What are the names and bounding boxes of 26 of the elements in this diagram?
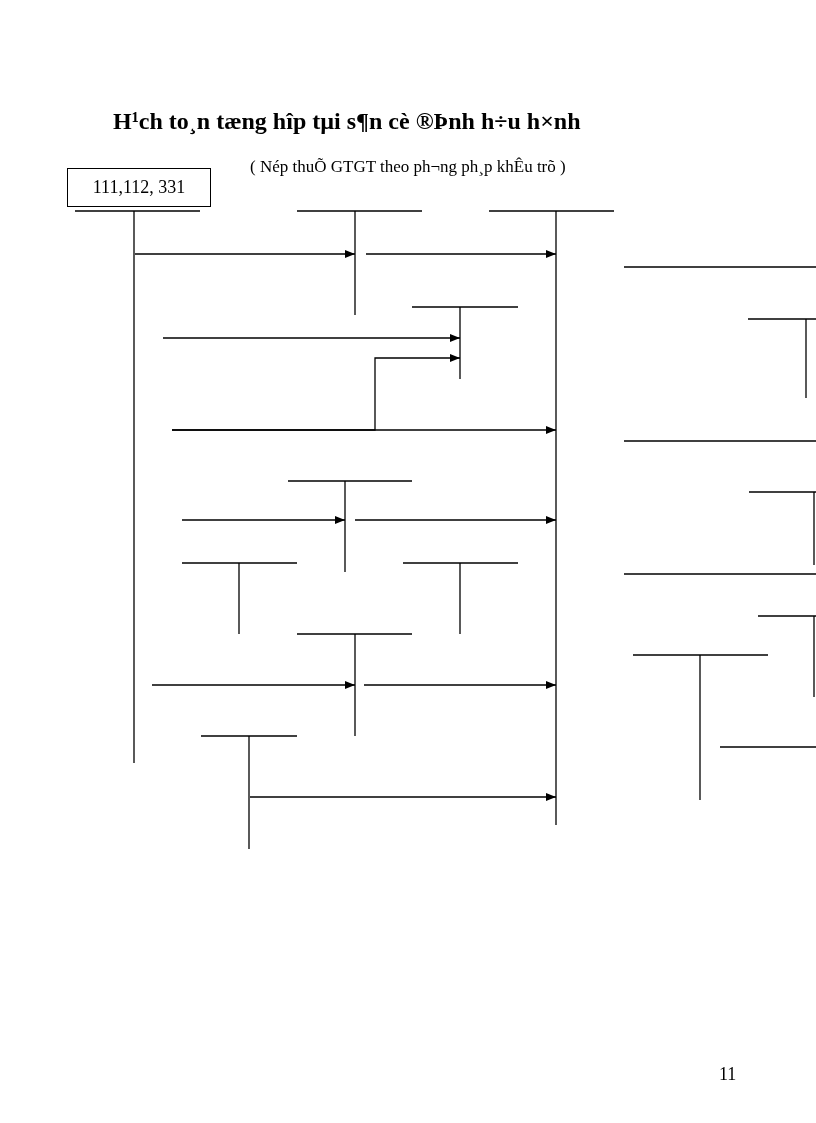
arrow (134, 250, 356, 258)
t-account (297, 634, 412, 736)
arrow (249, 793, 557, 801)
t-account (749, 492, 816, 565)
t-account (633, 655, 768, 800)
arrow (162, 334, 461, 342)
t-account (297, 211, 422, 315)
arrow (171, 354, 461, 431)
t-account (489, 211, 614, 825)
page-number: 11 (719, 1064, 737, 1085)
account-label: 111,112, 331 (67, 168, 211, 207)
arrow (354, 516, 557, 524)
t-account (403, 563, 518, 634)
t-account (412, 307, 518, 379)
t-account (67, 168, 211, 763)
t-account (758, 616, 816, 697)
arrow (365, 250, 557, 258)
arrow (181, 516, 346, 524)
t-account (748, 319, 816, 398)
diagram-title: H¹ch to¸n tæng hîp tµi s¶n cè ®Þnh h÷u h×nh (113, 108, 581, 136)
t-account (182, 563, 297, 634)
t-account (288, 481, 412, 572)
arrow (151, 681, 356, 689)
subtitle: ( Nép thuÕ GTGT theo ph¬ng ph¸p khÊu trõ ) (250, 157, 566, 177)
t-account (201, 736, 297, 849)
arrow (363, 681, 557, 689)
